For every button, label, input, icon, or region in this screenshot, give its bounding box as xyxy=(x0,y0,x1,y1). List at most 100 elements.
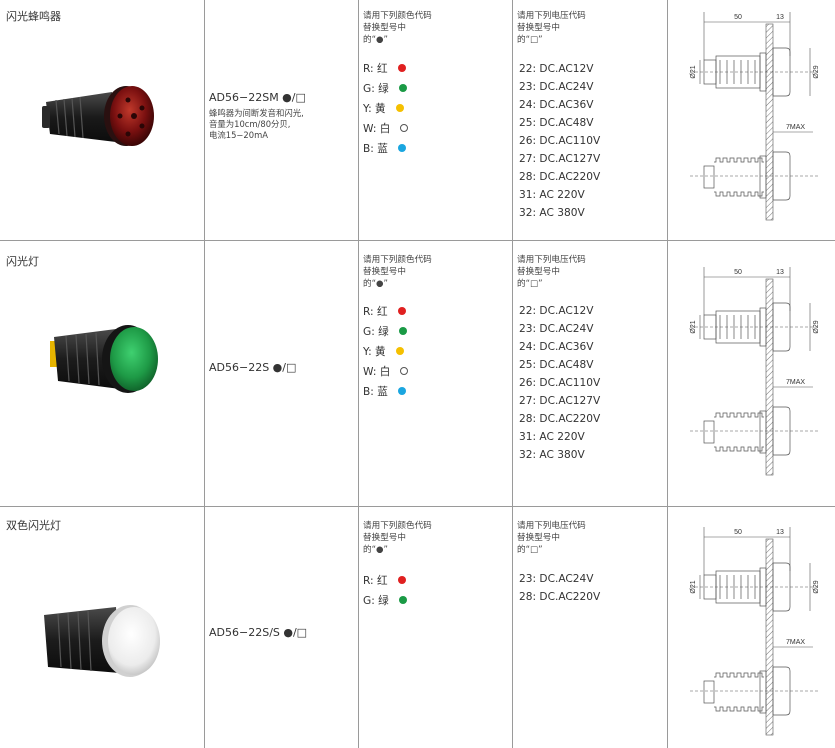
product-row-flash-lamp: 闪光灯 xyxy=(0,241,835,506)
header-line: 请用下列颜色代码 xyxy=(363,255,432,265)
dimension-label-front: 13 xyxy=(776,14,784,21)
voltage-code-header: 请用下列电压代码 替换型号中 的“□” xyxy=(517,10,586,46)
category-cell: 双色闪光灯 xyxy=(0,507,204,748)
header-line: 请用下列电压代码 xyxy=(517,521,586,531)
header-line: 的“□” xyxy=(517,35,543,45)
dimension-label-head_dia: Ø29 xyxy=(813,65,820,78)
model-code: AD56−22SM ●/□ xyxy=(209,91,306,104)
color-label: W: 白 xyxy=(363,365,391,378)
row-divider xyxy=(0,506,835,507)
category-cell: 闪光蜂鸣器 xyxy=(0,0,204,240)
header-line: 替换型号中 xyxy=(517,23,560,33)
model-description: 蜂鸣器为间断发音和闪光, 音量为10cm/80分贝, 电流15−20mA xyxy=(209,108,354,141)
color-label: R: 红 xyxy=(363,62,388,75)
header-line: 替换型号中 xyxy=(363,267,406,277)
color-label: Y: 黄 xyxy=(363,345,386,358)
color-option: G: 绿 xyxy=(363,321,408,341)
voltage-option: 23: DC.AC24V xyxy=(519,81,594,93)
color-dot-icon xyxy=(397,576,406,584)
voltage-option: 28: DC.AC220V xyxy=(519,413,601,425)
voltage-option: 23: DC.AC24V xyxy=(519,323,594,335)
product-image-dual-color-lamp xyxy=(24,591,174,699)
color-code-header: 请用下列颜色代码 替换型号中 的“●” xyxy=(363,10,432,46)
color-label: R: 红 xyxy=(363,574,388,587)
voltage-option: 26: DC.AC110V xyxy=(519,377,601,389)
voltage-option: 22: DC.AC12V xyxy=(519,305,594,317)
voltage-option: 31: AC 220V xyxy=(519,431,585,443)
dimension-label-head_dia: Ø29 xyxy=(813,320,820,333)
color-dot-icon xyxy=(397,64,406,72)
voltage-option: 25: DC.AC48V xyxy=(519,117,594,129)
description-line: 音量为10cm/80分贝, xyxy=(209,119,291,129)
header-line: 请用下列电压代码 xyxy=(517,255,586,265)
product-image-buzzer xyxy=(24,72,174,166)
color-dot-icon xyxy=(397,387,406,395)
color-option: R: 红 xyxy=(363,570,407,590)
color-dot-icon xyxy=(398,596,407,604)
color-dot-icon xyxy=(395,104,404,112)
header-line: 的“□” xyxy=(517,279,543,289)
product-row-dual-color-lamp: 双色闪光灯 xyxy=(0,507,835,748)
header-line: 的“□” xyxy=(517,545,543,555)
color-label: B: 蓝 xyxy=(363,385,388,398)
header-line: 请用下列颜色代码 xyxy=(363,521,432,531)
color-label: R: 红 xyxy=(363,305,388,318)
description-line: 蜂鸣器为间断发音和闪光, xyxy=(209,108,304,118)
color-dot-icon xyxy=(398,327,407,335)
column-divider xyxy=(512,0,513,748)
color-dot-icon xyxy=(397,144,406,152)
voltage-option: 28: DC.AC220V xyxy=(519,591,601,603)
color-label: Y: 黄 xyxy=(363,102,386,115)
voltage-list: 22: DC.AC12V 23: DC.AC24V 24: DC.AC36V 25: … xyxy=(519,60,600,222)
model-cell: AD56−22S/S ●/□ xyxy=(205,507,358,748)
product-image-flash-lamp xyxy=(24,311,174,415)
color-list: R: 红 G: 绿 Y: 黄 W: 白 B: 蓝 xyxy=(363,58,409,158)
voltage-option: 27: DC.AC127V xyxy=(519,395,601,407)
color-label: G: 绿 xyxy=(363,82,389,95)
color-label: G: 绿 xyxy=(363,594,389,607)
dimension-label-body_dia: Ø21 xyxy=(690,65,697,78)
dimension-label-panel: 7MAX xyxy=(786,639,805,646)
color-code-cell: 请用下列颜色代码 替换型号中 的“●” R: 红 G: 绿 Y: 黄 W: 白 B: 蓝 xyxy=(359,0,512,240)
voltage-code-cell: 请用下列电压代码 替换型号中 的“□” 23: DC.AC24V 28: DC.A… xyxy=(513,507,667,748)
voltage-option: 32: AC 380V xyxy=(519,207,585,219)
model-cell: AD56−22SM ●/□ 蜂鸣器为间断发音和闪光, 音量为10cm/80分贝,… xyxy=(205,0,358,240)
color-label: W: 白 xyxy=(363,122,391,135)
voltage-option: 31: AC 220V xyxy=(519,189,585,201)
color-option: G: 绿 xyxy=(363,590,407,610)
category-label: 闪光灯 xyxy=(6,255,39,268)
color-dot-icon xyxy=(398,84,407,92)
color-option: G: 绿 xyxy=(363,78,408,98)
voltage-option: 26: DC.AC110V xyxy=(519,135,601,147)
header-line: 替换型号中 xyxy=(363,533,406,543)
color-label: G: 绿 xyxy=(363,325,389,338)
voltage-option: 28: DC.AC220V xyxy=(519,171,601,183)
color-option: W: 白 xyxy=(363,361,409,381)
dimension-label-length: 50 xyxy=(734,529,742,536)
header-line: 替换型号中 xyxy=(517,267,560,277)
voltage-option: 23: DC.AC24V xyxy=(519,573,594,585)
voltage-option: 24: DC.AC36V xyxy=(519,99,594,111)
dimension-label-head_dia: Ø29 xyxy=(813,580,820,593)
model-cell: AD56−22S ●/□ xyxy=(205,241,358,506)
voltage-option: 22: DC.AC12V xyxy=(519,63,594,75)
color-list: R: 红 G: 绿 xyxy=(363,570,407,610)
color-dot-icon xyxy=(400,124,409,132)
dimension-label-body_dia: Ø21 xyxy=(690,320,697,333)
dimension-label-body_dia: Ø21 xyxy=(690,580,697,593)
color-option: R: 红 xyxy=(363,58,408,78)
voltage-code-header: 请用下列电压代码 替换型号中 的“□” xyxy=(517,254,586,290)
dimension-label-front: 13 xyxy=(776,529,784,536)
voltage-code-header: 请用下列电压代码 替换型号中 的“□” xyxy=(517,520,586,556)
color-option: B: 蓝 xyxy=(363,138,408,158)
voltage-option: 32: AC 380V xyxy=(519,449,585,461)
